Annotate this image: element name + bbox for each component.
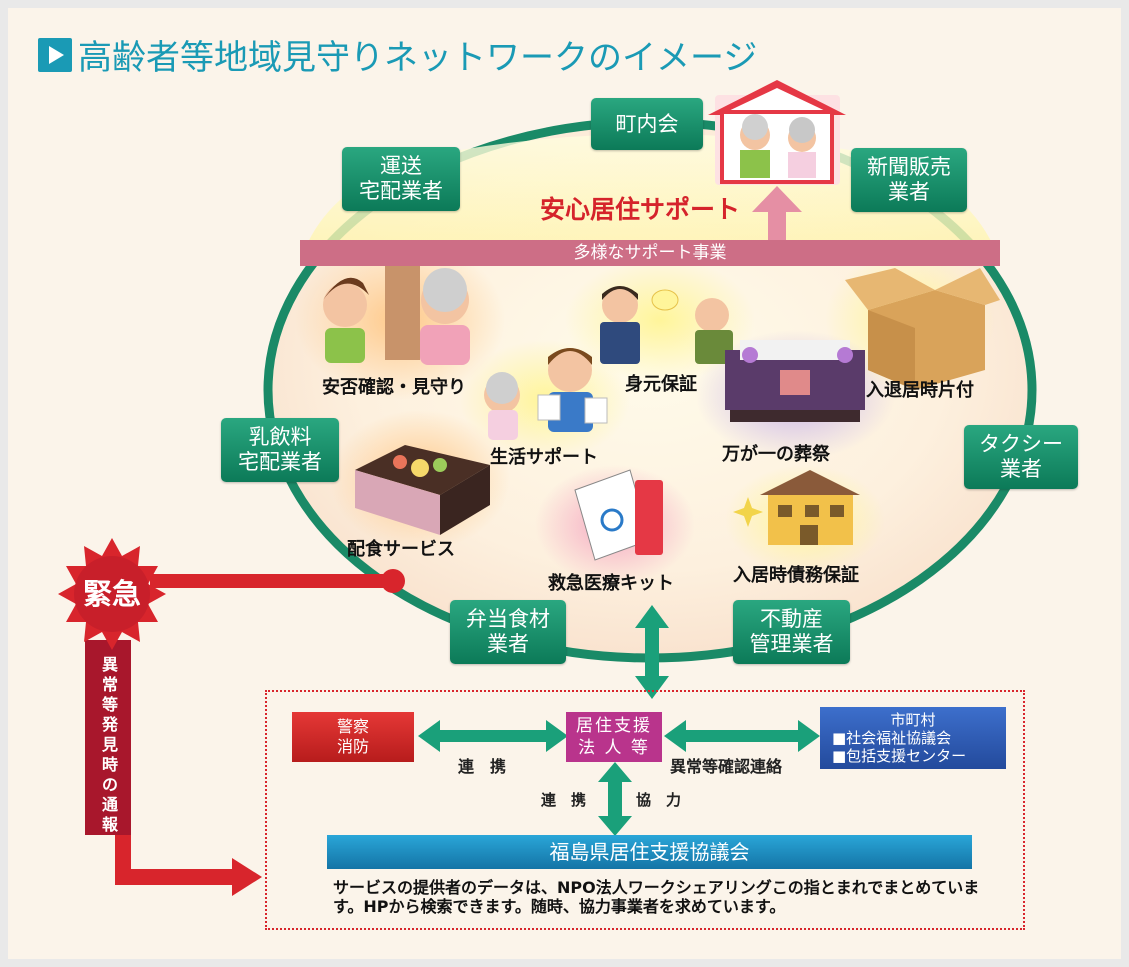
service-anpi-label: 安否確認・見守り: [322, 377, 466, 398]
station-unso: 運送 宅配業者: [342, 147, 460, 211]
police-fire-box: 警察 消防: [292, 712, 414, 762]
station-shinbun-line2: 業者: [888, 180, 930, 204]
municipality-title: 市町村: [890, 711, 936, 729]
service-saimu-label: 入居時債務保証: [733, 565, 859, 586]
housing-support-corp-box: 居住支援 法 人 等: [566, 712, 662, 762]
municipality-item-welfare: ■社会福祉協議会: [832, 729, 952, 747]
service-taikyo-label: 入退居時片付: [866, 380, 974, 401]
station-fudosan-line2: 管理業者: [749, 632, 834, 656]
station-unso-line1: 運送: [380, 154, 422, 178]
service-haishoku-label: 配食サービス: [347, 539, 455, 560]
anomaly-contact-label: 異常等確認連絡: [670, 757, 783, 776]
cooperation-left-label: 連 携: [458, 757, 507, 776]
fukushima-council-bar: 福島県居住支援協議会: [327, 835, 972, 869]
elderly-house-illustration: [708, 80, 846, 185]
bottom-arrows: [418, 720, 820, 836]
service-kyukyu-label: 救急医療キット: [548, 573, 674, 594]
support-network-frame: [265, 690, 1025, 930]
station-chonaikai: 町内会: [591, 98, 703, 150]
saimu-house-illustration: [760, 470, 860, 545]
ring-to-network-double-arrow: [635, 605, 669, 699]
police-label: 警察: [336, 717, 369, 736]
station-taxi-line2: 業者: [1000, 457, 1042, 481]
sparkle-icon: [733, 497, 763, 527]
service-sosai-label: 万が一の葬祭: [722, 444, 830, 465]
station-bento-line2: 業者: [487, 632, 529, 656]
municipality-item-center: ■包括支援センター: [832, 747, 967, 765]
sosai-altar-illustration: [725, 340, 865, 422]
station-nyuinryo-line1: 乳飲料: [248, 425, 312, 449]
service-seikatsu-label: 生活サポート: [490, 447, 598, 468]
seikatsu-illustration: [484, 348, 608, 440]
station-bento-line1: 弁当食材: [466, 607, 550, 631]
station-bento: 弁当食材 業者: [450, 600, 566, 664]
emergency-starburst: [58, 538, 166, 650]
station-taxi: タクシー 業者: [964, 425, 1078, 489]
page-title: 高齢者等地域見守りネットワークのイメージ: [38, 30, 757, 79]
station-chonaikai-label: 町内会: [615, 111, 679, 136]
fire-label: 消防: [336, 737, 369, 756]
station-nyuinryo-line2: 宅配業者: [238, 450, 322, 474]
emergency-label: 緊急: [82, 577, 141, 611]
station-fudosan: 不動産 管理業者: [733, 600, 850, 664]
support-up-arrow: [752, 186, 802, 242]
emergency-lines: [85, 569, 405, 896]
support-band: 多様なサポート事業: [300, 240, 1000, 266]
anpi-illustration: [323, 265, 470, 365]
haishoku-bento-illustration: [355, 445, 490, 535]
station-taxi-line1: タクシー: [979, 432, 1063, 456]
station-shinbun: 新聞販売 業者: [851, 148, 967, 212]
municipality-box: 市町村 ■社会福祉協議会 ■包括支援センター: [820, 707, 1006, 769]
emergency-report-vertical-text: 異常等発見時の通報: [101, 655, 118, 834]
taikyo-box-illustration: [845, 268, 1000, 390]
station-fudosan-line1: 不動産: [760, 607, 823, 631]
provider-note: サービスの提供者のデータは、NPO法人ワークシェアリングこの指とまれでまとめてい…: [333, 878, 980, 916]
housing-support-line1: 居住支援: [576, 716, 652, 736]
mimoto-illustration: [600, 286, 733, 364]
anshin-support-label: 安心居住サポート: [540, 195, 741, 224]
service-mimoto-label: 身元保証: [625, 374, 697, 395]
station-shinbun-line1: 新聞販売: [867, 155, 951, 179]
cooperation-down-label: 連 携: [541, 791, 587, 809]
play-triangle-icon: [38, 37, 72, 72]
title-text: 高齢者等地域見守りネットワークのイメージ: [78, 38, 758, 78]
housing-support-line2: 法 人 等: [578, 738, 650, 758]
collaboration-down-label: 協 力: [636, 791, 682, 809]
station-nyuinryo: 乳飲料 宅配業者: [221, 418, 339, 482]
station-unso-line2: 宅配業者: [359, 179, 443, 203]
kyukyu-kit-illustration: [574, 469, 663, 561]
